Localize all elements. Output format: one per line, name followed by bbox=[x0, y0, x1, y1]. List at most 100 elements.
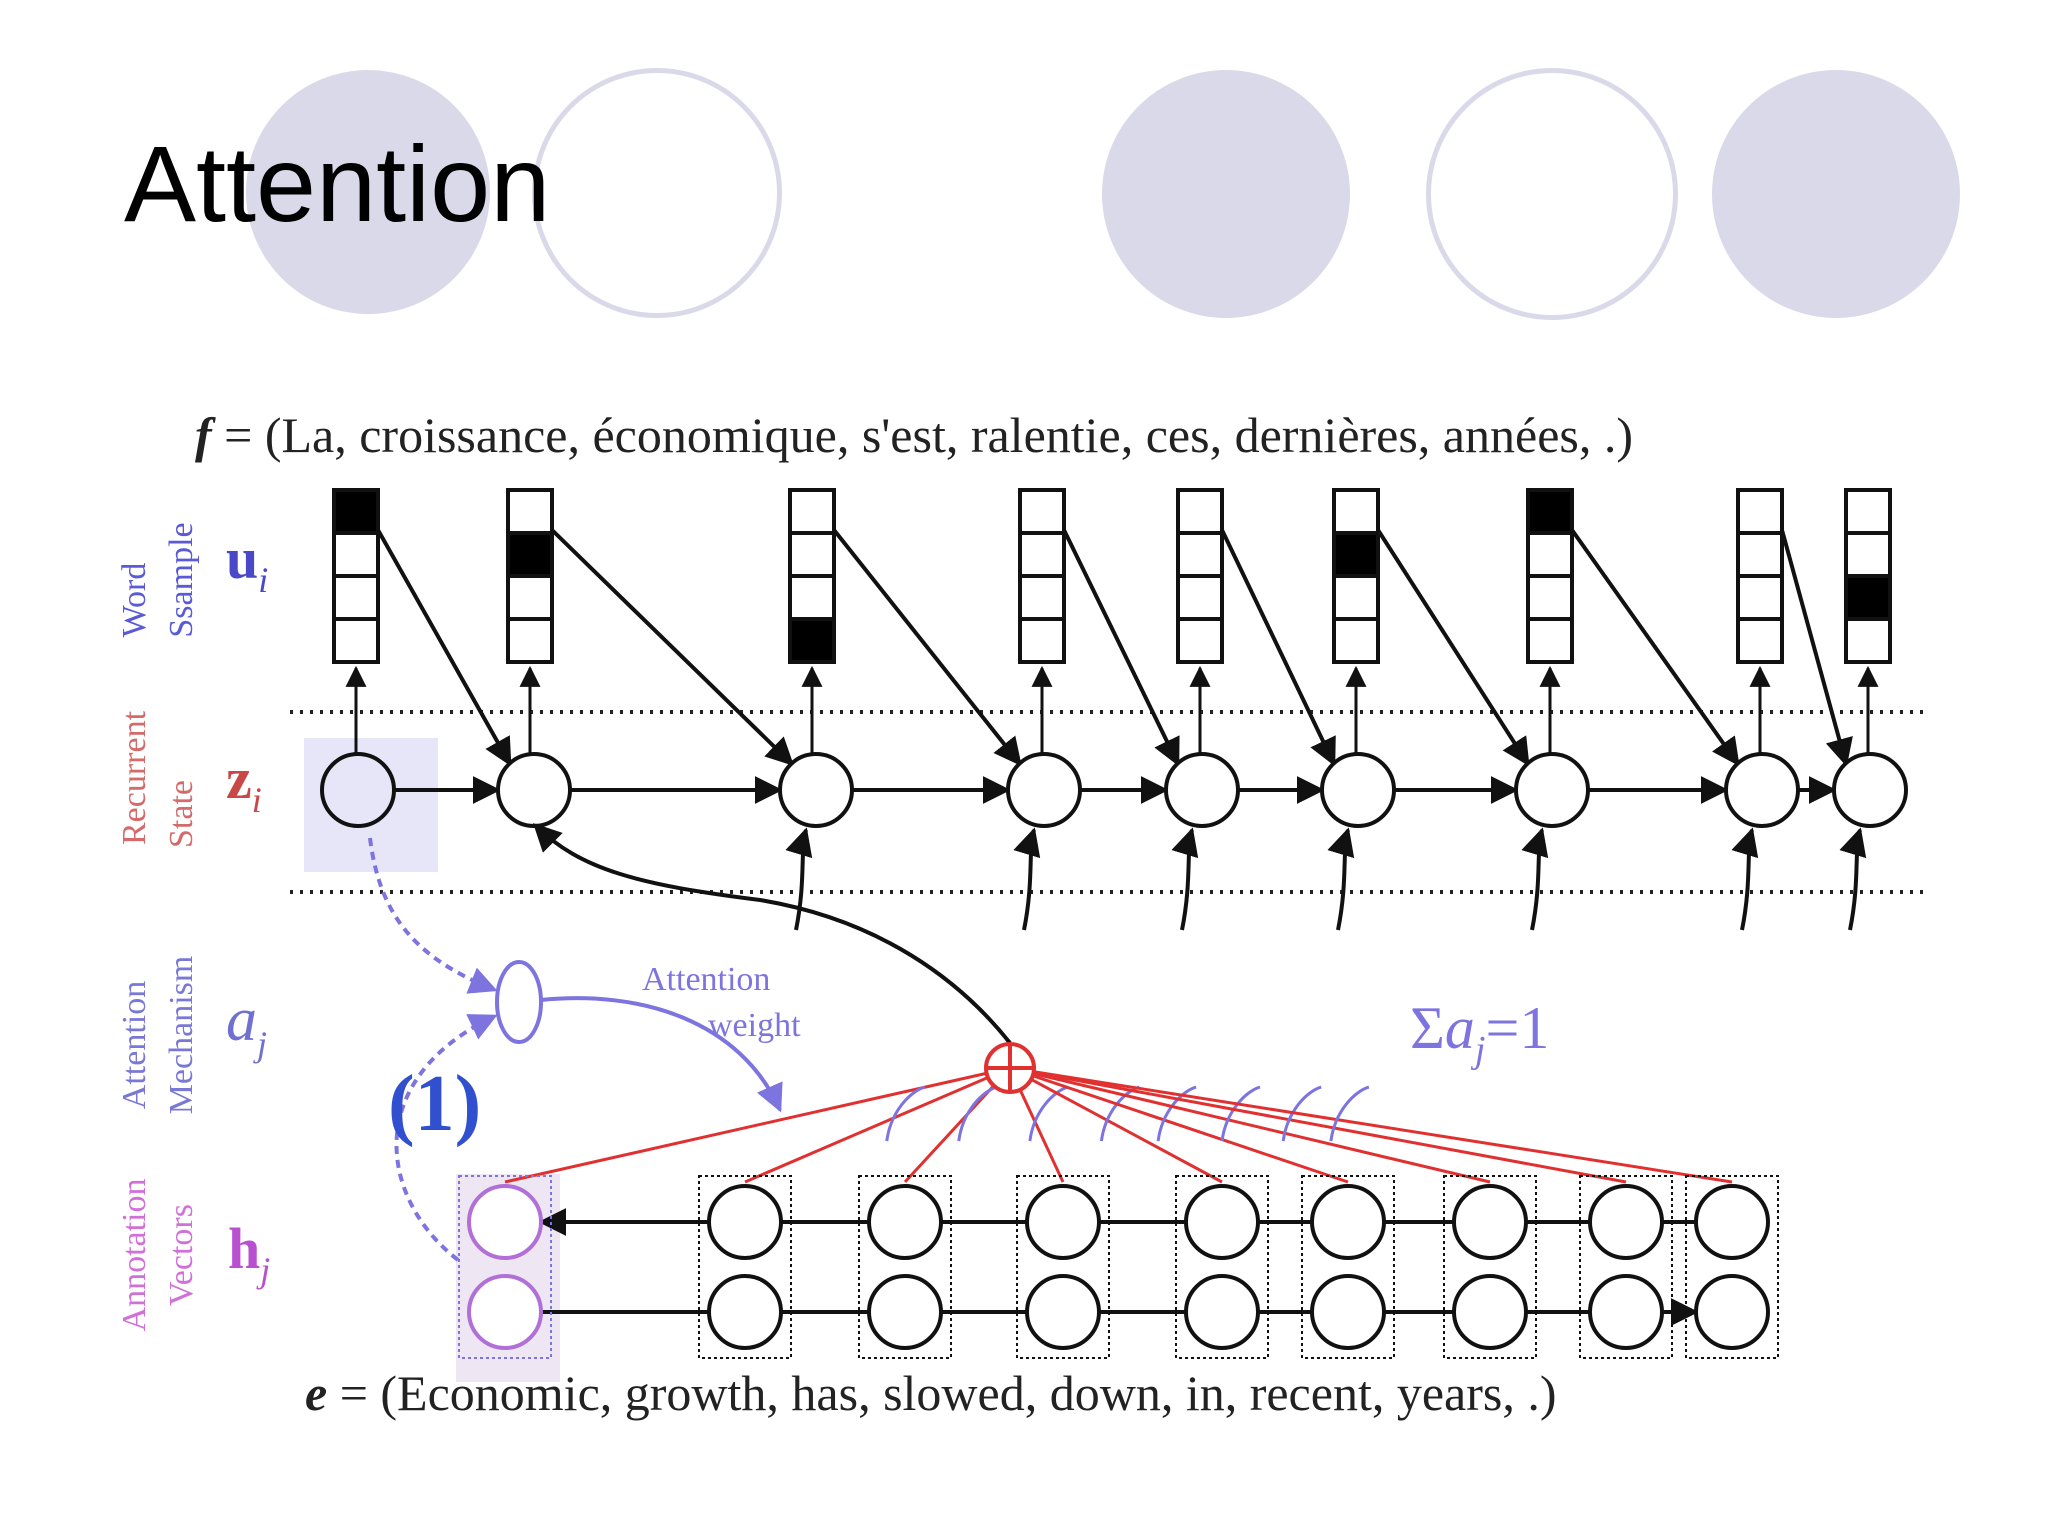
attention-score-node bbox=[495, 960, 543, 1044]
word-sample-cell bbox=[1736, 531, 1784, 578]
attention-link bbox=[1009, 1066, 1627, 1184]
word-sample-vector bbox=[1736, 488, 1853, 767]
decoder-state bbox=[1320, 752, 1396, 828]
attention-link bbox=[1009, 1066, 1349, 1184]
decoder-state bbox=[1006, 752, 1082, 828]
symbol-u: ui bbox=[226, 526, 268, 600]
word-sample-cell bbox=[506, 574, 554, 621]
row-label-annotation: Annotation bbox=[116, 1179, 153, 1332]
attention-links bbox=[504, 1066, 1733, 1184]
annotation-column-box bbox=[1685, 1175, 1779, 1359]
forward-state bbox=[1310, 1274, 1386, 1350]
annotation-vector bbox=[1685, 1175, 1779, 1359]
row-label-state: State bbox=[163, 780, 200, 848]
annotation-to-attention-dashed-arrow bbox=[394, 1014, 498, 1262]
sample-to-next-state-arrow bbox=[1780, 529, 1853, 767]
forward-state bbox=[1184, 1274, 1260, 1350]
symbol-u-sub: i bbox=[258, 560, 268, 600]
word-sample-vector bbox=[788, 488, 1022, 767]
word-sample-cell bbox=[1844, 531, 1892, 578]
attention-weight-tick bbox=[885, 1085, 926, 1142]
word-sample-vector bbox=[1018, 488, 1180, 767]
word-sample-cell bbox=[1018, 531, 1066, 578]
word-sample-cell bbox=[506, 617, 554, 664]
word-sample-cell bbox=[1844, 488, 1892, 535]
sample-to-next-state-arrow bbox=[1062, 529, 1180, 767]
word-sample-vector bbox=[332, 488, 512, 767]
backward-state bbox=[707, 1184, 783, 1260]
sample-to-next-state-arrow bbox=[376, 529, 512, 767]
word-sample-cell bbox=[1526, 531, 1574, 578]
attention-link bbox=[1009, 1066, 1733, 1184]
symbol-a-base: a bbox=[226, 986, 257, 1054]
symbol-a: aj bbox=[226, 986, 267, 1064]
annotation-vector bbox=[1579, 1175, 1673, 1359]
annotation-column-box bbox=[1175, 1175, 1269, 1359]
attention-weight-tick bbox=[957, 1085, 998, 1142]
step-one-label: (1) bbox=[388, 1060, 481, 1148]
sum-constraint-label: Σaj=1 bbox=[1410, 995, 1549, 1071]
row-label-recurrent: Recurrent bbox=[116, 710, 153, 845]
word-sample-vector bbox=[1332, 488, 1530, 767]
attention-weight-tick bbox=[1028, 1085, 1069, 1142]
decorative-circle-1 bbox=[246, 70, 490, 314]
word-sample-cell bbox=[1844, 617, 1892, 664]
word-sample-vectors bbox=[332, 488, 1892, 767]
annotation-vector bbox=[458, 1175, 552, 1359]
attention-weight-line1: Attention bbox=[642, 961, 770, 998]
attention-weight-tick bbox=[1281, 1085, 1322, 1142]
backward-state bbox=[1310, 1184, 1386, 1260]
backward-state bbox=[467, 1184, 543, 1260]
annotation-vector bbox=[1175, 1175, 1269, 1359]
word-sample-cell bbox=[1176, 574, 1224, 621]
row-label-recurrent-state: Recurrent State bbox=[116, 710, 200, 848]
backward-state bbox=[1184, 1184, 1260, 1260]
e-variable: e bbox=[305, 1365, 327, 1421]
word-sample-cell bbox=[1332, 488, 1380, 535]
word-sample-cell bbox=[1018, 617, 1066, 664]
attention-link bbox=[1009, 1066, 1223, 1184]
sample-to-next-state-arrow bbox=[832, 528, 1022, 767]
row-label-mechanism: Mechanism bbox=[163, 956, 200, 1115]
word-sample-cell bbox=[506, 488, 554, 535]
word-sample-cell bbox=[1018, 574, 1066, 621]
attention-link bbox=[1009, 1066, 1491, 1184]
word-sample-cell bbox=[1176, 531, 1224, 578]
word-sample-cell bbox=[1736, 617, 1784, 664]
word-sample-cell bbox=[1526, 574, 1574, 621]
word-sample-vector bbox=[1176, 488, 1336, 767]
row-label-attention-mechanism: Attention Mechanism bbox=[116, 956, 200, 1115]
decorative-ring-2 bbox=[1426, 68, 1678, 320]
attention-weight-tick bbox=[1329, 1085, 1370, 1142]
forward-state bbox=[867, 1274, 943, 1350]
symbol-a-sub: j bbox=[253, 1024, 267, 1064]
symbol-h-base: h bbox=[228, 1216, 260, 1281]
decoder-state bbox=[496, 752, 572, 828]
context-input-arrow bbox=[1171, 827, 1199, 931]
symbol-u-base: u bbox=[226, 526, 258, 591]
word-sample-cell bbox=[788, 488, 836, 535]
backward-state bbox=[1694, 1184, 1770, 1260]
word-sample-cell-active bbox=[1526, 488, 1574, 535]
f-variable: f bbox=[195, 407, 216, 463]
attention-weight-label: Attention weight bbox=[642, 961, 801, 1044]
sample-to-next-state-arrow bbox=[1376, 528, 1530, 767]
state-to-attention-dashed-arrow bbox=[368, 837, 498, 994]
context-input-arrow bbox=[1839, 827, 1867, 931]
word-sample-vector bbox=[1844, 488, 1892, 754]
annotation-vector bbox=[1301, 1175, 1395, 1359]
slide-title: Attention bbox=[124, 123, 551, 244]
word-sample-cell bbox=[1332, 617, 1380, 664]
annotation-vector bbox=[1443, 1175, 1537, 1359]
row-label-ssample: Ssample bbox=[163, 522, 200, 637]
backward-state bbox=[1588, 1184, 1664, 1260]
word-sample-cell bbox=[1736, 574, 1784, 621]
word-sample-cell-active bbox=[1332, 531, 1380, 578]
attention-link bbox=[744, 1066, 1011, 1184]
context-vector-arrow bbox=[533, 823, 1012, 1045]
word-sample-cell-active bbox=[332, 488, 380, 535]
forward-state bbox=[1025, 1274, 1101, 1350]
annotation-vector bbox=[858, 1175, 952, 1359]
